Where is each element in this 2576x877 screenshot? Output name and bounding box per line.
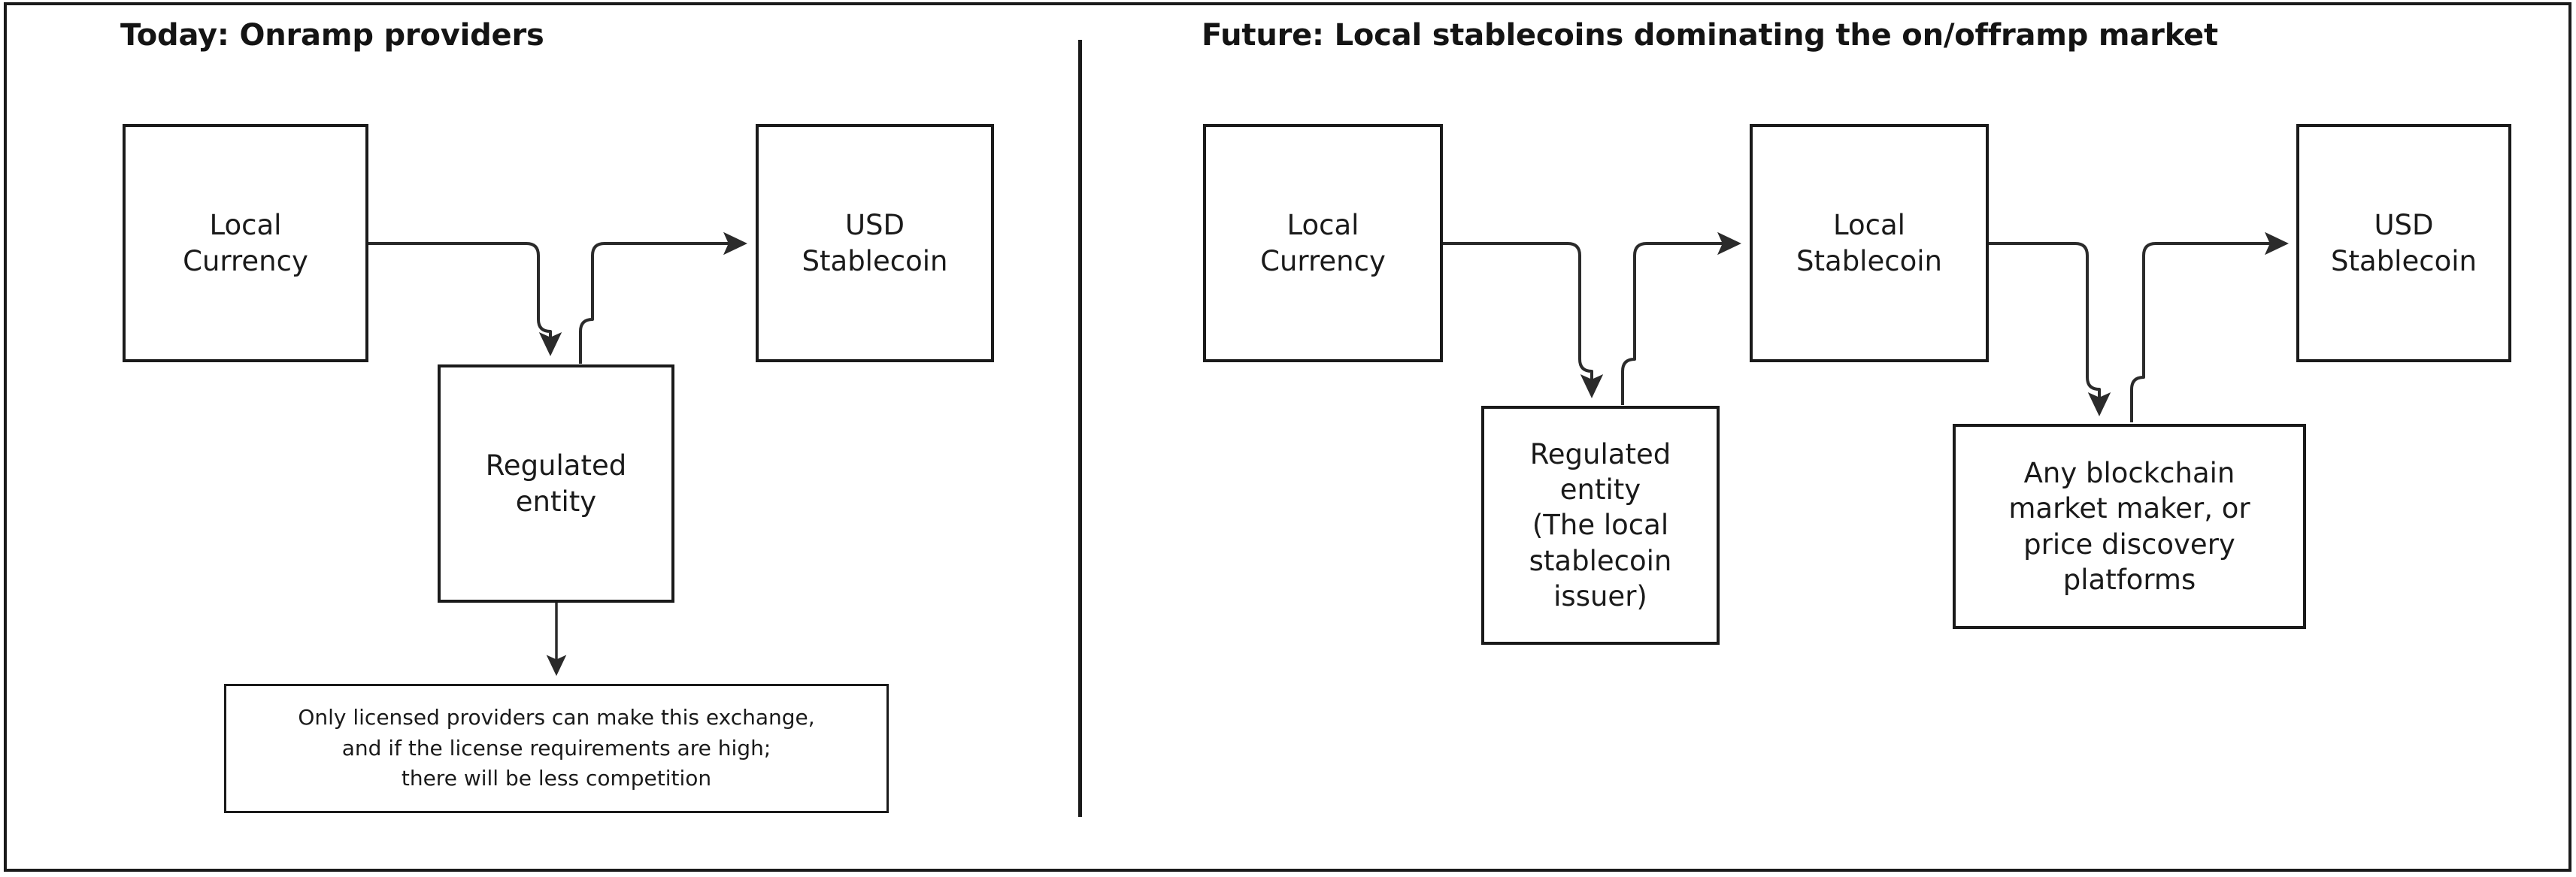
node-label: Any blockchain market maker, or price di… — [2008, 456, 2250, 596]
panel-title-today: Today: Onramp providers — [120, 18, 544, 53]
diagram-outer-frame — [4, 2, 2571, 872]
node-left-regulated-entity[interactable]: Regulated entity — [438, 364, 674, 603]
node-label: Local Currency — [183, 209, 308, 277]
node-label: Regulated entity — [485, 449, 627, 518]
note-left-license-requirements: Only licensed providers can make this ex… — [224, 684, 889, 813]
panel-divider — [1078, 40, 1082, 817]
node-label: USD Stablecoin — [802, 209, 948, 277]
node-label: USD Stablecoin — [2331, 209, 2477, 277]
node-label: Local Currency — [1260, 209, 1386, 277]
node-right-regulated-entity[interactable]: Regulated entity (The local stablecoin i… — [1481, 406, 1720, 645]
node-right-usd-stablecoin[interactable]: USD Stablecoin — [2296, 124, 2511, 362]
node-right-local-currency[interactable]: Local Currency — [1203, 124, 1443, 362]
panel-title-future: Future: Local stablecoins dominating the… — [1202, 18, 2218, 53]
node-left-local-currency[interactable]: Local Currency — [123, 124, 368, 362]
node-right-local-stablecoin[interactable]: Local Stablecoin — [1750, 124, 1989, 362]
note-label: Only licensed providers can make this ex… — [298, 705, 815, 791]
node-label: Local Stablecoin — [1796, 209, 1942, 277]
node-label: Regulated entity (The local stablecoin i… — [1529, 437, 1672, 613]
node-right-market-maker[interactable]: Any blockchain market maker, or price di… — [1953, 424, 2306, 629]
node-left-usd-stablecoin[interactable]: USD Stablecoin — [756, 124, 994, 362]
